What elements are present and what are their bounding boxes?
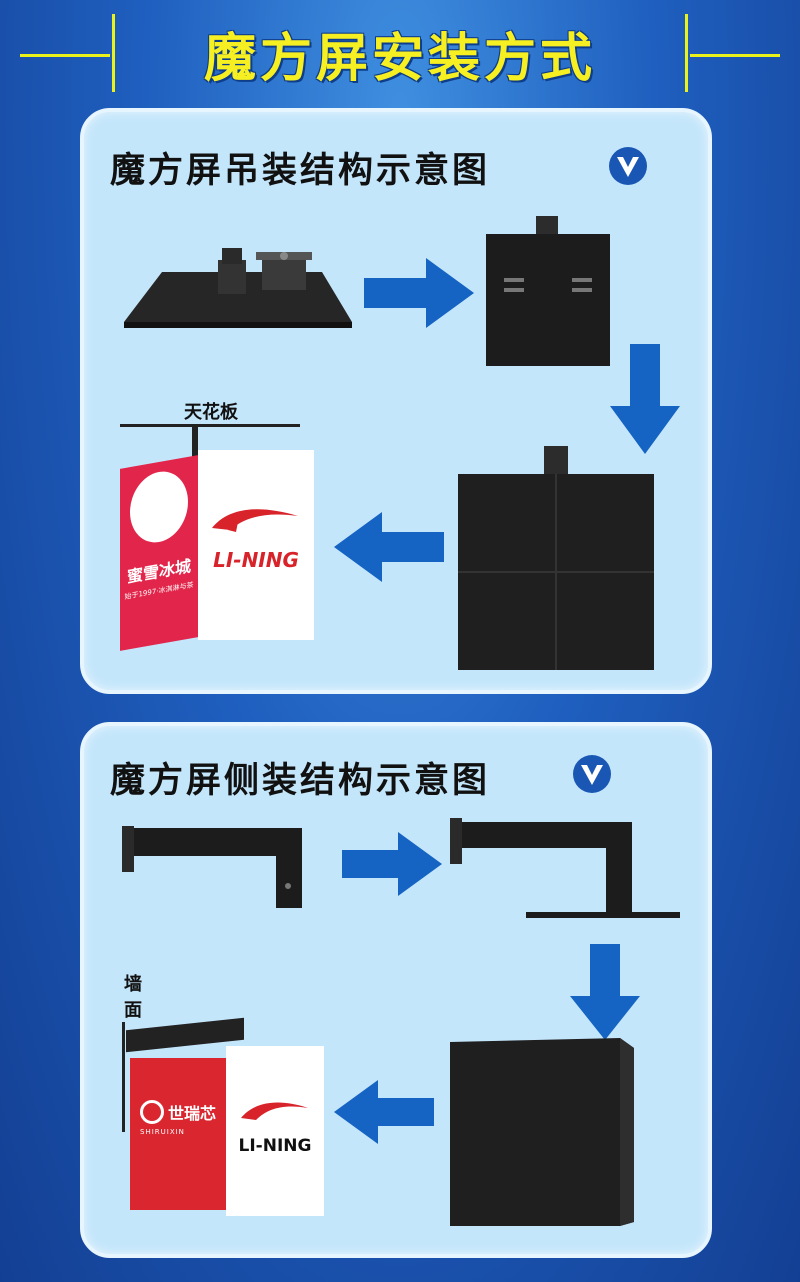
wall-line xyxy=(122,1022,125,1132)
arrow-right-icon xyxy=(364,258,474,328)
ceiling-label: 天花板 xyxy=(184,402,238,423)
arrow-left-icon xyxy=(334,1080,434,1144)
wall-bracket xyxy=(122,826,302,908)
wall-label: 墙面 xyxy=(124,974,142,1021)
cabinet-with-bracket xyxy=(486,216,610,366)
ceiling-mount-plate xyxy=(124,248,352,328)
section-title-side: 魔方屏侧装结构示意图 xyxy=(110,761,491,801)
lining-brand-name: LI-NING xyxy=(213,548,299,572)
shiruixin-brand-name: 世瑞芯 xyxy=(168,1104,217,1123)
cube-face-lining: LI-NING xyxy=(198,450,314,640)
side-cube-screen xyxy=(450,1038,634,1226)
title-frame: 魔方屏安装方式 xyxy=(112,14,688,92)
arrow-right-icon xyxy=(342,832,442,896)
arrow-down-icon xyxy=(610,344,680,454)
cube-face-mixue: 蜜雪冰城 始于1997·冰淇淋与茶 xyxy=(120,455,198,651)
shiruixin-sub: SHIRUIXIN xyxy=(140,1128,185,1136)
arrow-down-icon xyxy=(570,944,640,1040)
v-check-icon xyxy=(609,147,647,185)
page-header: 魔方屏安装方式 xyxy=(0,14,800,94)
bracket-with-plate xyxy=(450,818,680,918)
assembled-cube-screen xyxy=(458,446,654,670)
v-check-icon xyxy=(573,755,611,793)
cube-face-lining-side: LI-NING xyxy=(226,1046,324,1216)
lining-logo-icon xyxy=(241,1102,308,1120)
snowman-mascot-icon xyxy=(130,466,188,548)
hanging-rod xyxy=(192,427,198,463)
title-decor-line-left xyxy=(20,54,110,57)
side-install-panel: 魔方屏侧装结构示意图 墙面 世瑞芯 SHIRUIXIN xyxy=(80,722,712,1258)
lining-brand-name-side: LI-NING xyxy=(238,1136,312,1156)
arrow-left-icon xyxy=(334,512,444,582)
hanging-install-panel: 魔方屏吊装结构示意图 天花板 xyxy=(80,108,712,694)
shiruixin-logo-icon xyxy=(140,1100,164,1124)
page-title: 魔方屏安装方式 xyxy=(203,28,596,89)
title-decor-line-right xyxy=(690,54,780,57)
ceiling-line xyxy=(120,424,300,427)
cube-face-shiruixin: 世瑞芯 SHIRUIXIN xyxy=(130,1058,226,1210)
lining-logo-icon xyxy=(212,509,298,532)
section-title-hanging: 魔方屏吊装结构示意图 xyxy=(110,151,491,191)
